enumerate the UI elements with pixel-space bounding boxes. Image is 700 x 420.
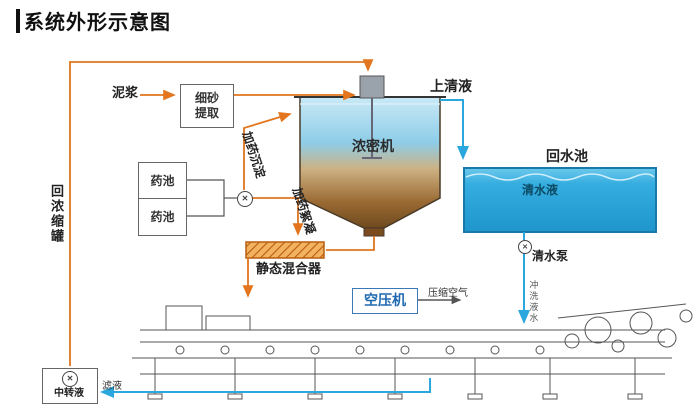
clear-water-pump-label: 清水泵 [532, 249, 569, 263]
chem-tank-1-label: 药池 [150, 173, 175, 188]
return-pool-label: 回水池 [546, 148, 588, 164]
clear-water-label: 清水液 [522, 183, 559, 197]
air-compressor-box: 空压机 [352, 288, 418, 314]
chem-tank-box-1: 药池 [138, 162, 187, 200]
sand-extraction-box: 细砂 提取 [180, 84, 234, 128]
title-accent-bar [16, 8, 20, 33]
transfer-liquid-label: 中转液 [54, 388, 84, 399]
filtrate-label: 滤液 [102, 381, 122, 392]
belt-filter-press [132, 303, 693, 400]
clear-water-pump-icon: ✕ [518, 240, 532, 254]
return-thickener-tank-label: 回浓缩罐 [48, 184, 64, 244]
sand-extraction-label-line1: 细砂 [194, 91, 219, 105]
flush-water-label: 冲洗液水 [528, 280, 539, 324]
static-mixer-label: 静态混合器 [256, 261, 322, 276]
sand-extraction-label-line2: 提取 [194, 106, 219, 120]
pump-glyph: ✕ [522, 243, 528, 251]
thickener-tank [294, 75, 446, 237]
air-compressor-label: 空压机 [364, 292, 406, 309]
thickener-motor-icon [359, 75, 385, 99]
chem-dosing-pump-icon: ✕ [237, 191, 253, 207]
chem-tank-2-label: 药池 [150, 209, 175, 224]
chem-connector-lines [185, 179, 237, 217]
slurry-label: 泥浆 [112, 85, 139, 100]
chem-tank-box-2: 药池 [138, 198, 187, 236]
supernatant-label: 上清液 [430, 78, 472, 94]
thickener-label: 浓密机 [352, 138, 394, 154]
static-mixer-body [245, 241, 325, 259]
compressed-air-label: 压缩空气 [428, 288, 468, 299]
slurry-flow-lines [69, 59, 375, 366]
page-title-block: 系统外形示意图 [16, 6, 171, 35]
return-water-pool [463, 167, 657, 233]
water-flow-lines [100, 99, 530, 398]
pump-glyph: ✕ [241, 194, 249, 203]
thickener-shaft [362, 98, 382, 159]
transfer-pump-icon: ✕ [62, 371, 78, 387]
water-wave-icon [465, 173, 655, 181]
pump-glyph: ✕ [66, 374, 74, 383]
page-title: 系统外形示意图 [24, 12, 171, 34]
